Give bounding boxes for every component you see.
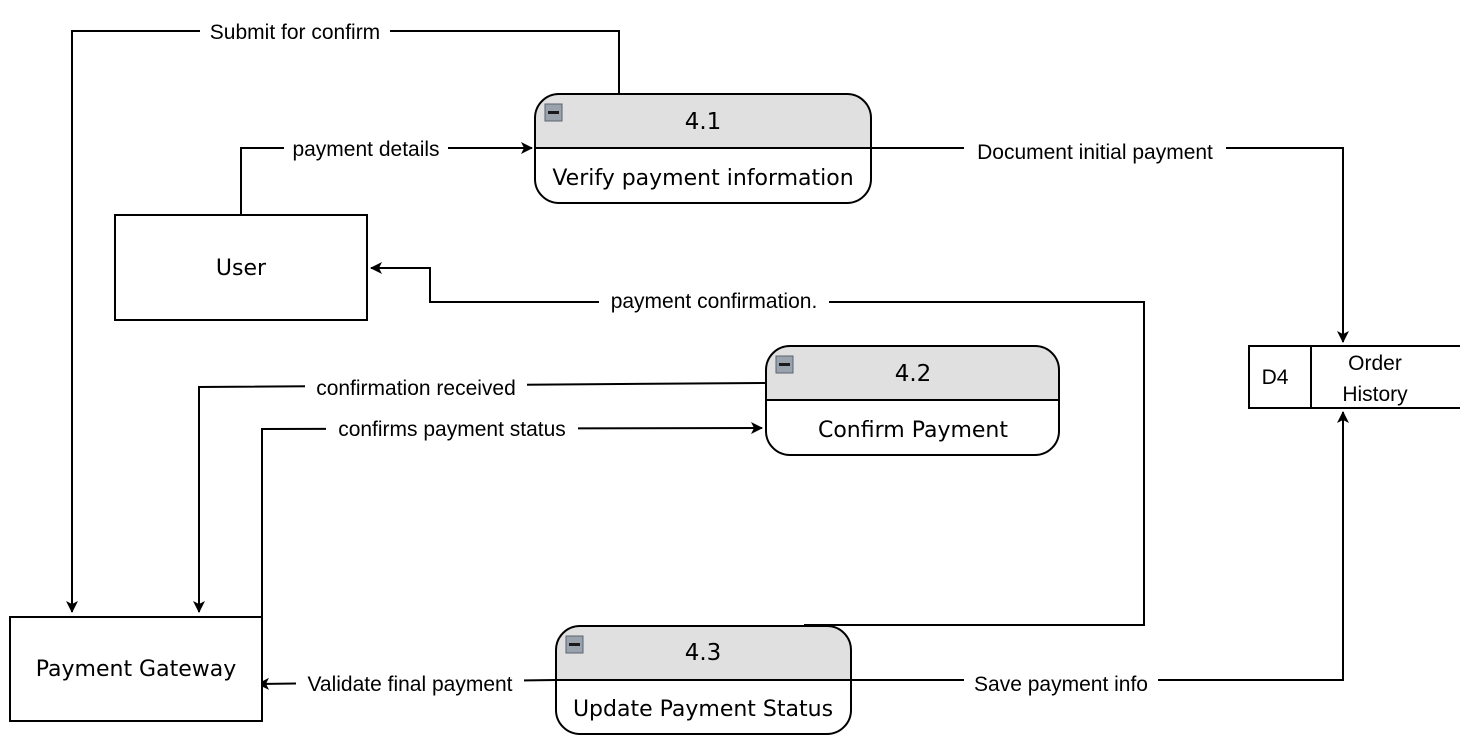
entity-user-label: User (216, 256, 267, 281)
process-name: Confirm Payment (818, 418, 1008, 443)
label-save-payment-info: Save payment info (974, 673, 1148, 696)
process-number: 4.1 (685, 109, 722, 135)
process-4-1[interactable]: 4.1 Verify payment information (534, 93, 872, 204)
process-4-3[interactable]: 4.3 Update Payment Status (555, 625, 852, 735)
datastore-id: D4 (1262, 366, 1289, 389)
flow-confirms-payment-status (261, 422, 763, 617)
process-number: 4.2 (895, 361, 932, 387)
label-confirmation-received: confirmation received (316, 377, 516, 400)
process-number: 4.3 (685, 640, 722, 666)
flow-save-payment-info (851, 411, 1349, 681)
process-name: Verify payment information (552, 166, 853, 191)
flow-labels: Submit for confirm payment details Docum… (200, 20, 1226, 696)
process-name: Update Payment Status (573, 697, 833, 722)
label-submit-for-confirm: Submit for confirm (210, 21, 380, 44)
collapse-icon[interactable] (544, 103, 563, 122)
flow-payment-confirmation (370, 262, 1145, 626)
datastore-name-line1: Order (1348, 352, 1402, 375)
datastore-d4[interactable]: D4 Order History (1248, 345, 1461, 409)
process-4-2[interactable]: 4.2 Confirm Payment (765, 345, 1060, 456)
collapse-icon[interactable] (775, 355, 794, 374)
label-payment-details: payment details (292, 138, 439, 161)
flow-document-initial-payment (871, 147, 1349, 343)
datastore-name-line2: History (1342, 383, 1408, 406)
label-validate-final-payment: Validate final payment (307, 673, 512, 696)
collapse-icon[interactable] (565, 635, 584, 654)
entity-user[interactable]: User (114, 214, 368, 321)
label-confirms-payment-status: confirms payment status (338, 418, 566, 441)
label-payment-confirmation: payment confirmation. (611, 290, 818, 313)
flow-confirmation-received (193, 382, 767, 613)
label-document-initial-payment: Document initial payment (977, 141, 1213, 164)
entity-payment-gateway-label: Payment Gateway (36, 657, 237, 682)
entity-payment-gateway[interactable]: Payment Gateway (9, 616, 263, 722)
